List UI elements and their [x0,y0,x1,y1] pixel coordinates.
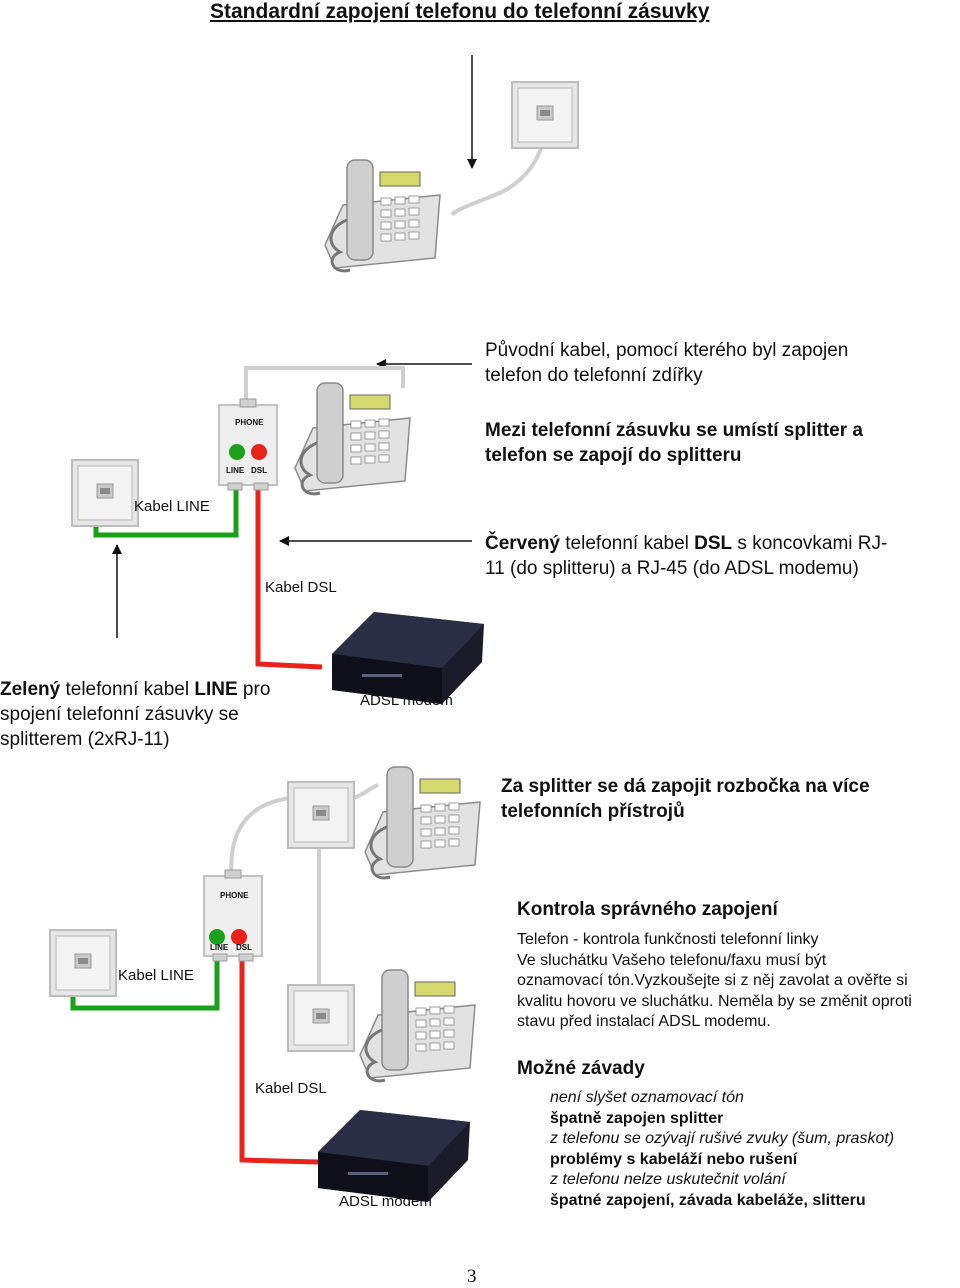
label-adsl-modem-2: ADSL modem [339,1193,432,1210]
kontrola-heading: Kontrola správného zapojení [517,899,778,920]
page-number: 3 [467,1266,477,1287]
label-kabel-dsl-2: Kabel DSL [255,1080,327,1097]
list-item: problémy s kabeláží nebo rušení [550,1150,798,1168]
phone-cable-2 [244,366,405,405]
splitter-phone-label: PHONE [235,418,264,427]
splitter-dsl-label: DSL [251,466,267,475]
splitter-led-red [251,444,267,460]
wall-socket-1 [511,81,579,149]
telephone-2 [293,381,412,496]
original-cable-note: Původní kabel, pomocí kterého byl zapoje… [485,340,849,386]
red-dsl-cable-2 [239,958,319,1165]
red-cable-note: Červený telefonní kabel DSL s koncovkami… [485,533,888,579]
list-item: špatně zapojen splitter [550,1109,724,1127]
zavady-heading: Možné závady [517,1058,645,1079]
label-adsl-modem-1: ADSL modem [360,692,453,709]
telephone-3 [363,765,482,880]
wall-socket-3 [49,929,117,997]
adsl-modem-1 [332,612,484,704]
label-kabel-dsl-1: Kabel DSL [265,579,337,596]
list-item: z telefonu se ozývají rušivé zvuky (šum,… [550,1130,895,1147]
splitter2-dsl-label: DSL [236,943,252,952]
telephone-4 [358,968,477,1083]
zavady-list: není slyšet oznamovací tón špatně zapoje… [550,1088,894,1211]
page-title: Standardní zapojení telefonu do telefonn… [210,0,710,23]
hub-note: Za splitter se dá zapojit rozbočka na ví… [501,776,870,822]
adsl-modem-2 [318,1110,470,1202]
phone-cable-3 [229,796,291,881]
label-kabel-line-1: Kabel LINE [134,498,210,515]
splitter2-phone-label: PHONE [220,891,249,900]
splitter-led-green [229,444,245,460]
list-item: špatné zapojení, závada kabeláže, slitte… [550,1191,866,1209]
list-item: není slyšet oznamovací tón [550,1089,744,1106]
telephone-1 [323,158,442,273]
wall-socket-4 [287,781,355,849]
splitter-note: Mezi telefonní zásuvku se umístí splitte… [485,420,863,466]
splitter2-line-label: LINE [210,943,229,952]
red-dsl-cable [255,488,323,670]
green-cable-note: Zelený telefonní kabel LINE pro spojení … [0,679,271,750]
list-item: z telefonu nelze uskutečnit volání [550,1171,786,1188]
splitter-line-label: LINE [226,466,245,475]
wall-socket-2 [71,459,139,527]
wall-socket-5 [287,984,355,1052]
splitter-1 [218,398,278,491]
label-kabel-line-2: Kabel LINE [118,967,194,984]
kontrola-text: Telefon - kontrola funkčnosti telefonní … [517,931,912,1030]
